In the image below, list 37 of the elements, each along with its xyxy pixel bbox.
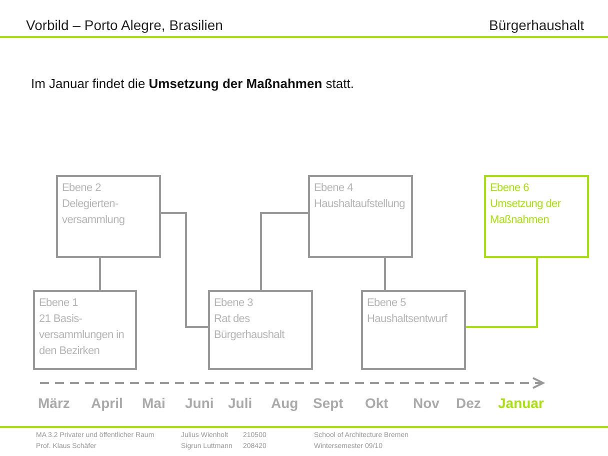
connector-line	[466, 258, 538, 328]
level-description: Umsetzung der Maßnahmen	[490, 197, 562, 228]
month-label: Sept	[313, 395, 344, 411]
level-heading: Ebene 1	[39, 296, 79, 311]
connector-line	[260, 212, 308, 290]
month-label: Mai	[142, 395, 166, 411]
level-heading: Ebene 6	[490, 181, 530, 196]
process-box	[308, 175, 413, 258]
month-label: Juli	[228, 395, 252, 411]
connector-line	[161, 212, 208, 328]
month-label: Nov	[413, 395, 440, 411]
page-title: Vorbild – Porto Alegre, Brasilien	[26, 17, 223, 33]
level-heading: Ebene 3	[214, 296, 254, 311]
section-title: Bürgerhaushalt	[489, 17, 584, 33]
level-description: Delegierten- versammlung	[62, 197, 126, 228]
process-box	[484, 175, 589, 258]
level-description: Rat des Bürgerhaushalt	[214, 312, 286, 343]
level-description: Haushaltsentwurf	[367, 312, 448, 327]
process-box	[208, 290, 313, 370]
intro-sentence: Im Januar findet die Umsetzung der Maßnahmen statt.	[31, 76, 354, 91]
month-label: April	[91, 395, 123, 411]
level-heading: Ebene 5	[367, 296, 407, 311]
month-label: Juni	[185, 395, 214, 411]
month-label: März	[38, 395, 70, 411]
level-heading: Ebene 4	[314, 181, 354, 196]
process-box	[33, 290, 137, 370]
connector-line	[99, 258, 101, 290]
month-label: Dez	[456, 395, 481, 411]
level-description: 21 Basis- versammlungen in den Bezirken	[39, 312, 126, 359]
process-box	[56, 175, 161, 258]
month-label: Okt	[365, 395, 388, 411]
level-description: Haushaltaufstellung	[314, 197, 406, 212]
month-label: Januar	[498, 395, 544, 411]
process-box	[361, 290, 466, 370]
connector-line	[384, 258, 386, 290]
level-heading: Ebene 2	[62, 181, 102, 196]
month-label: Aug	[271, 395, 298, 411]
